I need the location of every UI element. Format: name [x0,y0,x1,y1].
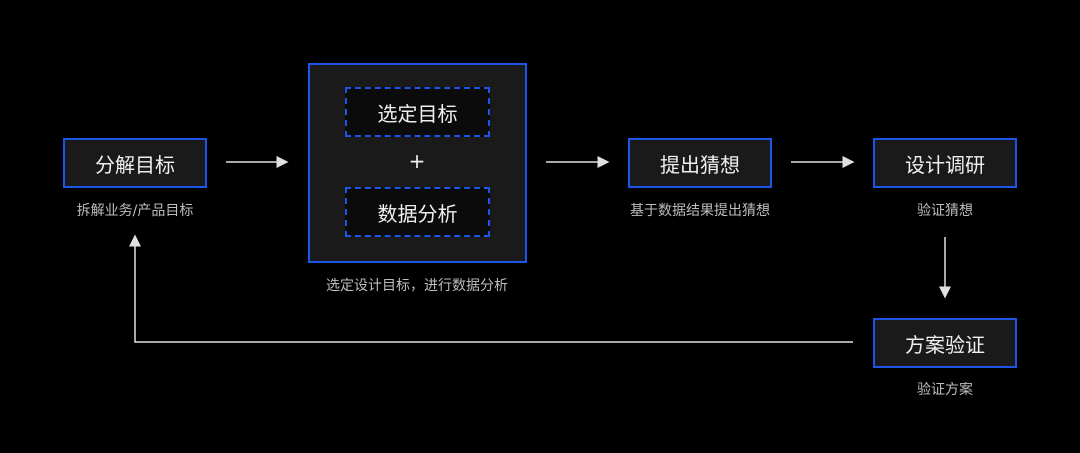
arrow-validate-to-decompose [129,234,853,343]
caption-hypothesis: 基于数据结果提出猜想 [630,203,770,219]
node-research: 设计调研 [873,138,1017,188]
node-data-analysis: 数据分析 [345,187,490,237]
caption-decompose: 拆解业务/产品目标 [76,203,194,219]
plus-sign: + [408,149,426,173]
node-select-target: 选定目标 [345,87,490,137]
node-validate: 方案验证 [873,318,1017,368]
caption-select-group: 选定设计目标，进行数据分析 [326,278,508,294]
caption-validate: 验证方案 [917,382,973,398]
caption-research: 验证猜想 [917,203,973,219]
node-hypothesis: 提出猜想 [628,138,772,188]
node-decompose: 分解目标 [63,138,207,188]
